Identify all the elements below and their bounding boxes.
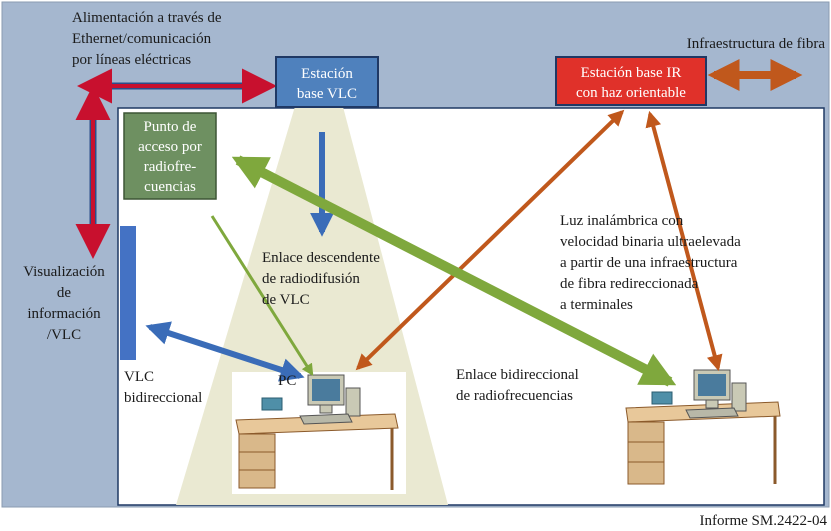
rf-access-link-arrow <box>210 215 314 377</box>
pc-label: PC <box>278 373 296 389</box>
ir-base-station-box <box>555 56 707 106</box>
ir-base-station-label-2: con haz orientable <box>576 85 686 101</box>
figure-caption: Informe SM.2422-04 <box>700 513 828 529</box>
display-vlc-label-4: /VLC <box>47 327 81 343</box>
display-vlc-label-1: Visualización <box>23 264 105 280</box>
vlc-display-bar <box>120 226 136 360</box>
vlc-bidirectional-label-2: bidireccional <box>124 390 202 406</box>
vlc-base-station-label-1: Estación <box>301 66 353 82</box>
rf-bidirectional-arrow <box>231 155 677 387</box>
rf-access-point-label-1: Punto de <box>144 119 197 135</box>
ir-base-station-label-1: Estación base IR <box>581 65 682 81</box>
rf-bidirectional-label-2: de radiofrecuencias <box>456 388 573 404</box>
rf-access-point-box <box>123 112 217 200</box>
vlc-downlink-label-3: de VLC <box>262 292 310 308</box>
wireless-light-label-4: de fibra redireccionada <box>560 276 699 292</box>
wireless-light-label-2: velocidad binaria ultraelevada <box>560 234 741 250</box>
vlc-downlink-label-1: Enlace descendente <box>262 250 380 266</box>
power-ethernet-label-1: Alimentación a través de <box>72 10 222 26</box>
power-ethernet-label-2: Ethernet/comunicación <box>72 31 212 47</box>
rf-access-point-label-3: radiofre- <box>144 159 196 175</box>
fiber-infrastructure-label: Infraestructura de fibra <box>687 36 826 52</box>
display-vlc-label-2: de <box>57 285 72 301</box>
rf-access-point-label-2: acceso por <box>138 139 202 155</box>
ir-beam-arrow-right <box>645 110 723 372</box>
wireless-light-label-1: Luz inalámbrica con <box>560 213 684 229</box>
vlc-base-station-label-2: base VLC <box>297 86 357 102</box>
pc-workstation-left <box>232 372 406 494</box>
wireless-light-label-3: a partir de una infraestructura <box>560 255 738 271</box>
pc-workstation-right <box>625 369 781 485</box>
display-vlc-label-3: información <box>27 306 101 322</box>
vlc-downlink-label-2: de radiodifusión <box>262 271 360 287</box>
rf-access-point-label-4: cuencias <box>144 179 196 195</box>
power-ethernet-label-3: por líneas eléctricas <box>72 52 191 68</box>
rf-bidirectional-label-1: Enlace bidireccional <box>456 367 579 383</box>
vlc-base-station-box <box>275 56 379 108</box>
vlc-bidirectional-label-1: VLC <box>124 369 154 385</box>
wireless-light-label-5: a terminales <box>560 297 633 313</box>
